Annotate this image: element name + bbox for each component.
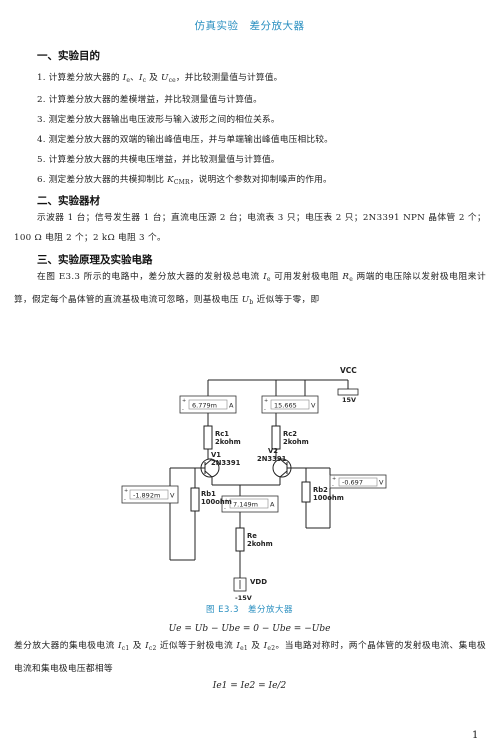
section-heading-objectives: 一、实验目的 (37, 50, 100, 62)
equation-base-voltage: Ue = Ub − Ube = 0 − Ube = −Ube (168, 624, 331, 634)
collector-current-paragraph: 差分放大器的集电极电流 Ic1 及 Ic2 近似等于射极电流 Ie1 及 Ie2… (14, 641, 486, 674)
meter-unit-left: V (170, 492, 175, 500)
re-value: 2kohm (247, 540, 273, 548)
svg-text:+: + (224, 498, 228, 504)
page-title: 仿真实验 差分放大器 (194, 20, 305, 32)
v1-type: 2N3391 (211, 459, 241, 467)
rb1-label: Rb1 (201, 490, 216, 498)
vcc-label: VCC (340, 366, 357, 375)
rc1-label: Rc1 (215, 430, 229, 438)
objective-5: 5. 计算差分放大器的共模电压增益，并比较测量值与计算值。 (37, 155, 280, 165)
section-heading-equipment: 二、实验器材 (37, 195, 100, 207)
meter-readout-right: -0.697 (342, 479, 363, 487)
section-heading-principle: 三、实验原理及实验电路 (37, 254, 153, 266)
v2-type: 2N3391 (257, 455, 287, 463)
principle-paragraph: 在图 E3.3 所示的电路中，差分放大器的发射极总电流 Ie 可用发射极电阻 R… (14, 272, 486, 306)
objective-2: 2. 计算差分放大器的差模增益，并比较测量值与计算值。 (37, 95, 262, 105)
vdd-label: VDD (250, 578, 267, 586)
svg-text:+: + (182, 398, 186, 404)
svg-text:-: - (182, 407, 184, 413)
objective-1: 1. 计算差分放大器的 Ie、Ic 及 Uce，并比较测量值与计算值。 (37, 73, 283, 84)
v1-label: V1 (211, 451, 221, 459)
v2-label: V2 (268, 447, 278, 455)
rc2-value: 2kohm (283, 438, 309, 446)
meter-readout-top-right: 15.665 (274, 402, 297, 410)
svg-text:-: - (124, 497, 126, 503)
equipment-paragraph: 示波器 1 台；信号发生器 1 台；直流电压源 2 台；电流表 3 只；电压表 … (14, 213, 486, 243)
svg-text:-: - (224, 506, 226, 512)
objective-6: 6. 测定差分放大器的共模抑制比 KCMR，说明这个参数对抑制噪声的作用。 (37, 175, 332, 186)
rc1-value: 2kohm (215, 438, 241, 446)
objective-3: 3. 测定差分放大器输出电压波形与输入波形之间的相位关系。 (37, 115, 280, 125)
rb2-label: Rb2 (313, 486, 328, 494)
equation-emitter-currents: Ie1 = Ie2 = Ie/2 (212, 681, 287, 691)
meter-readout-emitter: 7.149m (233, 501, 258, 509)
meter-readout-top-left: 6.779m (192, 402, 217, 410)
meter-readout-left: -1.892m (133, 492, 160, 500)
meter-unit-right: V (379, 479, 384, 487)
figure-caption: 图 E3.3 差分放大器 (205, 605, 294, 615)
re-label: Re (247, 532, 257, 540)
objective-4: 4. 测定差分放大器的双端的输出峰值电压，并与单端输出峰值电压相比较。 (37, 135, 334, 145)
svg-text:+: + (264, 398, 268, 404)
rb2-value: 100ohm (313, 494, 344, 502)
rc2-label: Rc2 (283, 430, 297, 438)
rb1-value: 100ohm (201, 498, 232, 506)
page-number: 1 (472, 730, 479, 741)
meter-unit-top-right: V (311, 402, 316, 410)
svg-text:+: + (124, 488, 128, 494)
svg-text:+: + (332, 476, 336, 482)
meter-unit-emitter: A (270, 501, 275, 509)
vcc-value: 15V (342, 396, 356, 404)
vdd-value: -15V (235, 594, 252, 602)
svg-text:-: - (332, 483, 334, 489)
meter-unit-top-left: A (229, 402, 234, 410)
svg-text:-: - (264, 407, 266, 413)
